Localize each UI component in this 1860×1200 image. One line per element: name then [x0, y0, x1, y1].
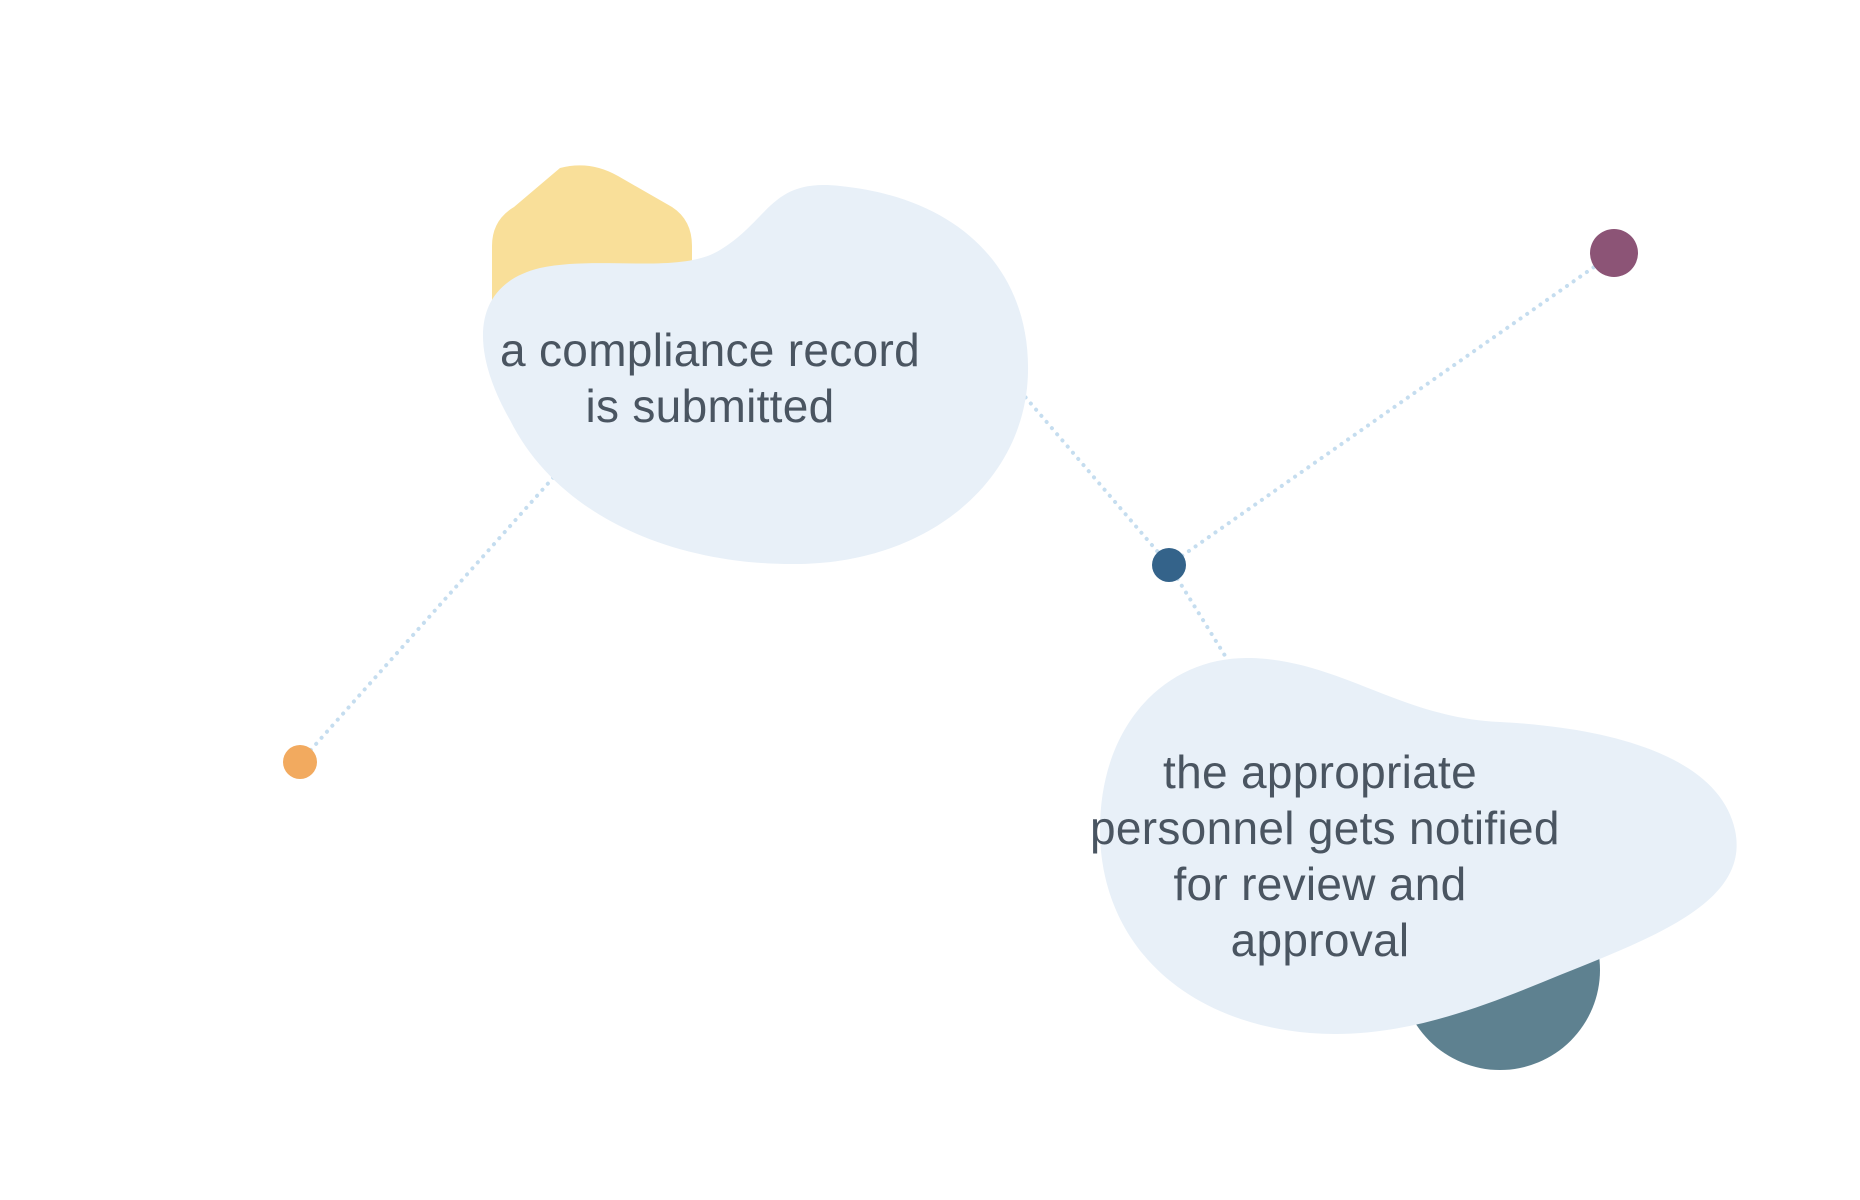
- step-2-blob: [1100, 657, 1737, 1034]
- purple-dot: [1590, 229, 1638, 277]
- orange-dot: [283, 745, 317, 779]
- connector-orange-to-step-1: [298, 468, 562, 764]
- blue-dot: [1152, 548, 1186, 582]
- step-1-blob: [482, 185, 1029, 565]
- step-2-line: for review and: [1173, 858, 1467, 910]
- step-2-line: personnel gets notified: [1090, 802, 1560, 854]
- step-2-line: approval: [1230, 914, 1410, 966]
- connector-blue-to-purple: [1167, 251, 1616, 567]
- step-1-label: a compliance record is submitted: [470, 322, 950, 434]
- step-1-line: is submitted: [585, 380, 835, 432]
- connector-step-1-to-blue: [1013, 383, 1171, 567]
- step-2-line: the appropriate: [1163, 746, 1477, 798]
- step-2-label: the appropriate personnel gets notified …: [1090, 744, 1560, 968]
- step-1-line: a compliance record: [500, 324, 920, 376]
